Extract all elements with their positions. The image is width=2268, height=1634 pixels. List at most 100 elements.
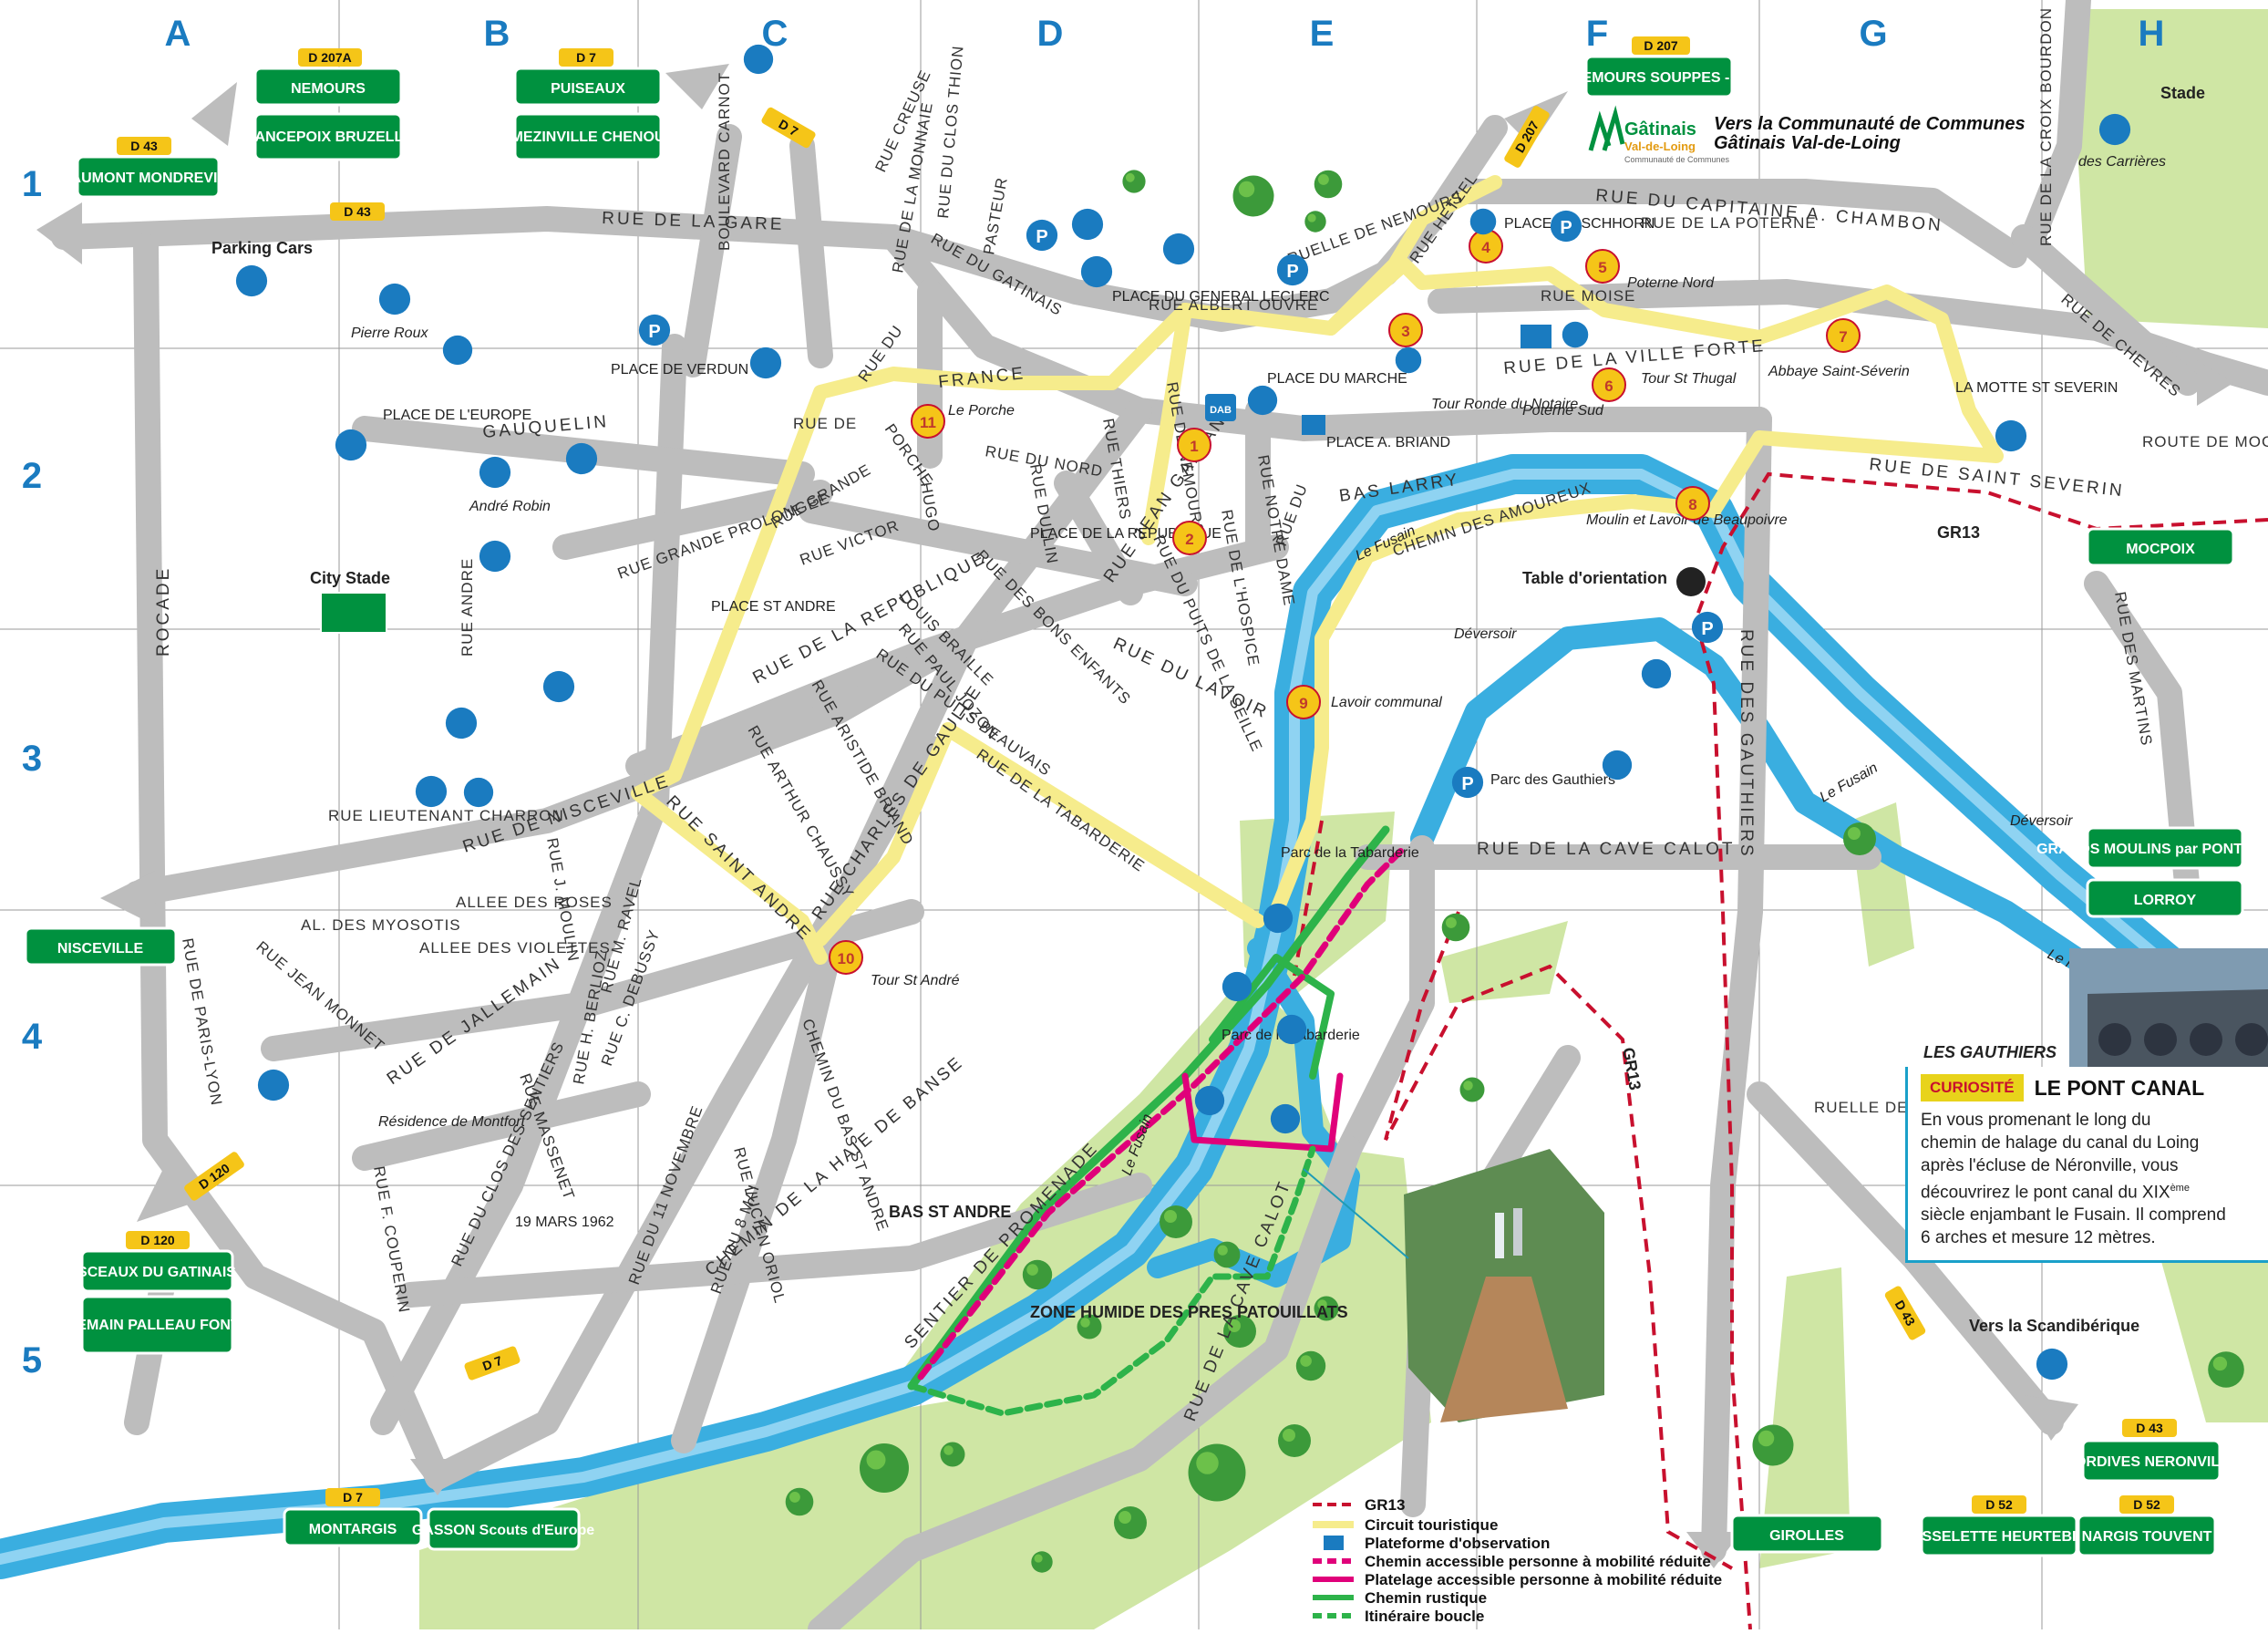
curiosity-title: LE PONT CANAL (2034, 1075, 2205, 1100)
basketball-icon (479, 456, 511, 489)
marker-4: 4 (1481, 239, 1490, 256)
grid-col-b: B (484, 14, 510, 54)
plate-d7-bottom: D 7 (480, 1353, 504, 1374)
bus-icon (235, 264, 268, 297)
street-clos-thion: RUE DU CLOS THION (934, 45, 967, 219)
curiosity-line4: découvrirez le pont canal du XIXème (1921, 1177, 2268, 1204)
park-right-1 (1440, 921, 1568, 1003)
curiosity-text: En vous promenant le long du chemin de h… (1921, 1109, 2268, 1249)
label-place-europe: PLACE DE L'EUROPE (383, 408, 531, 423)
playground-icon (1263, 903, 1294, 934)
label-parc-gauthiers: Parc des Gauthiers (1490, 772, 1615, 788)
label-stade: Stade (2160, 84, 2205, 102)
sign-girolles: GIROLLES (1769, 1528, 1844, 1544)
fire-station-icon (257, 1069, 290, 1101)
tourism-office-icon (1395, 346, 1422, 374)
street-arthur-chaussy: RUE ARTHUR CHAUSSY (745, 723, 858, 902)
sign-beaumont: BEAUMONT MONDREVILLE (50, 171, 245, 186)
label-deversoir-h: Déversoir (2010, 813, 2073, 829)
label-bas-st-andre: BAS ST ANDRE (889, 1203, 1011, 1221)
photo-pont-canal (2069, 948, 2268, 1067)
street-myosotis: AL. DES MYOSOTIS (301, 916, 461, 934)
tennis-icon (335, 429, 367, 461)
fishing-icon-2 (1602, 750, 1633, 781)
atm-icon (1205, 394, 1236, 421)
label-le-porche: Le Porche (948, 403, 1015, 419)
label-tour-ronde: Tour Ronde du Notaire (1431, 397, 1578, 412)
sign-nargis: NARGIS TOUVENT (2082, 1529, 2212, 1545)
label-moulin-beaupoivre: Moulin et Lavoir de Beaupoivre (1586, 512, 1788, 528)
plate-d207a: D 207A (308, 50, 351, 65)
fishing-platform-icon (1270, 1103, 1301, 1134)
post-office-icon (565, 442, 598, 475)
curiosity-line4-a: découvrirez le pont canal du XIX (1921, 1183, 2170, 1203)
sign-sceaux: SCEAUX DU GATINAIS (77, 1265, 236, 1280)
picnic-icon (1995, 419, 2027, 452)
grid-col-f: F (1586, 14, 1608, 54)
sign-chancepoix: CHANCEPOIX BRUZELLES (233, 129, 422, 145)
football-icon (2098, 113, 2131, 146)
parking-label-6: P (1461, 774, 1473, 794)
observation-icon (1276, 1014, 1307, 1045)
street-gauthiers: RUE DES GAUTHIERS (1737, 629, 1756, 859)
park-south (419, 1158, 1431, 1629)
sign-puiseaux: PUISEAUX (551, 81, 625, 97)
grid-col-a: A (165, 14, 191, 54)
street-st-andre: RUE SAINT ANDRE (662, 792, 815, 946)
label-abbaye: Abbaye Saint-Séverin (1768, 364, 1910, 379)
sign-dordives: DORDIVES NERONVILLE (2064, 1454, 2238, 1470)
street-poterne: RUE DE LA POTERNE (1641, 214, 1817, 232)
plate-d43-mid: D 43 (344, 204, 371, 219)
grid-col-d: D (1037, 14, 1064, 54)
curiosity-line3: après l'écluse de Néronville, vous (1921, 1156, 2179, 1175)
community-line1: Vers la Communauté de Communes (1714, 114, 2026, 134)
street-albert-ouvre: RUE ALBERT OUVRE (1149, 296, 1318, 314)
label-poterne-nord: Poterne Nord (1627, 275, 1715, 291)
street-andre: RUE ANDRE (459, 558, 476, 657)
street-route-mocpoix: ROUTE DE MOCPOIX (2142, 433, 2268, 450)
toilets-icon (1162, 233, 1195, 265)
legend-rustique: Chemin rustique (1365, 1589, 1487, 1607)
sign-gasson: GASSON Scouts d'Europe (412, 1523, 594, 1538)
map-legend: GR13 Circuit touristique Plateforme d'ob… (1313, 1496, 1722, 1625)
curiosity-line5: siècle enjambant le Fusain. Il comprend (1921, 1205, 2226, 1226)
plate-d7-top: D 7 (576, 50, 596, 65)
poi-icons: P P P DAB P P P (235, 44, 2131, 1381)
sign-fusselette: FUSSELETTE HEURTEBISE (1902, 1529, 2096, 1545)
legend-platelage: Platelage accessible personne à mobilité… (1365, 1571, 1722, 1588)
supermarket-icon (463, 777, 494, 808)
sign-mocpoix: MOCPOIX (2126, 542, 2195, 557)
grid-col-g: G (1859, 14, 1887, 54)
street-lieutenant-charron: RUE LIEUTENANT CHARRON (328, 807, 564, 824)
house-icon (749, 346, 782, 379)
tourist-circuit-route (631, 175, 2004, 965)
curiosity-box: CURIOSITÉ LE PONT CANAL En vous promenan… (1905, 1067, 2268, 1263)
logo-gatinais: Gâtinais (1624, 119, 1696, 140)
marker-7: 7 (1839, 328, 1847, 346)
pharmacy-icon (1071, 208, 1104, 241)
street-violettes: ALLEE DES VIOLETTES (419, 939, 611, 957)
marker-8: 8 (1688, 496, 1696, 513)
city-stade-icon (320, 592, 387, 634)
label-place-leclerc: PLACE DU GENERAL LECLERC (1112, 289, 1330, 305)
parking-label-4: P (1560, 218, 1572, 238)
label-deversoir: Déversoir (1454, 626, 1517, 642)
sign-lorroy: LORROY (2134, 893, 2197, 908)
label-des-carrieres: des Carrières (2078, 154, 2166, 170)
curiosity-line1: En vous promenant le long du (1921, 1111, 2151, 1130)
sign-nemours-souppes: NEMOURS SOUPPES - ZI (1572, 70, 1747, 86)
marker-6: 6 (1604, 377, 1613, 395)
swimming-icon (743, 44, 774, 75)
circuit-markers: 1 2 3 4 5 6 7 8 9 10 11 (829, 229, 1861, 975)
marker-11: 11 (920, 414, 936, 431)
grid-labels: A B C D E F G H 1 2 3 4 5 (22, 14, 2165, 1381)
marker-3: 3 (1401, 323, 1409, 340)
plate-d120-b: D 120 (140, 1233, 175, 1247)
street-boulevard-carnot: BOULEVARD CARNOT (716, 72, 733, 251)
street-onze-nov: RUE DU 11 NOVEMBRE (625, 1103, 706, 1288)
picnic-shelter-icon (378, 283, 411, 315)
plate-d43-sign: D 43 (2136, 1421, 2163, 1435)
grid-row-1: 1 (22, 164, 42, 204)
